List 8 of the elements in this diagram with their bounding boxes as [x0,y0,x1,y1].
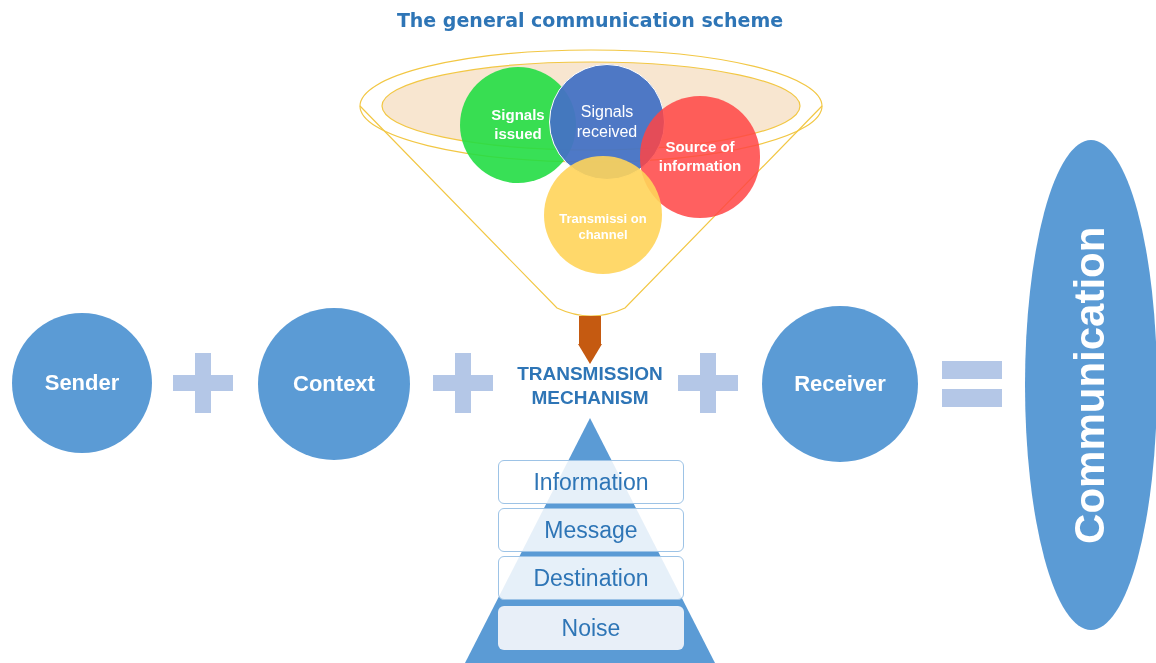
title: The general communication scheme [395,8,785,33]
layer-box: Information [498,460,684,504]
layer-box: Message [498,508,684,552]
ellipse: Communication [1025,140,1156,630]
layer-box: Destination [498,556,684,600]
label-text: TRANSMISSION MECHANISM [490,360,690,412]
block-arrow [578,316,602,364]
layer-box: Noise [498,606,684,650]
